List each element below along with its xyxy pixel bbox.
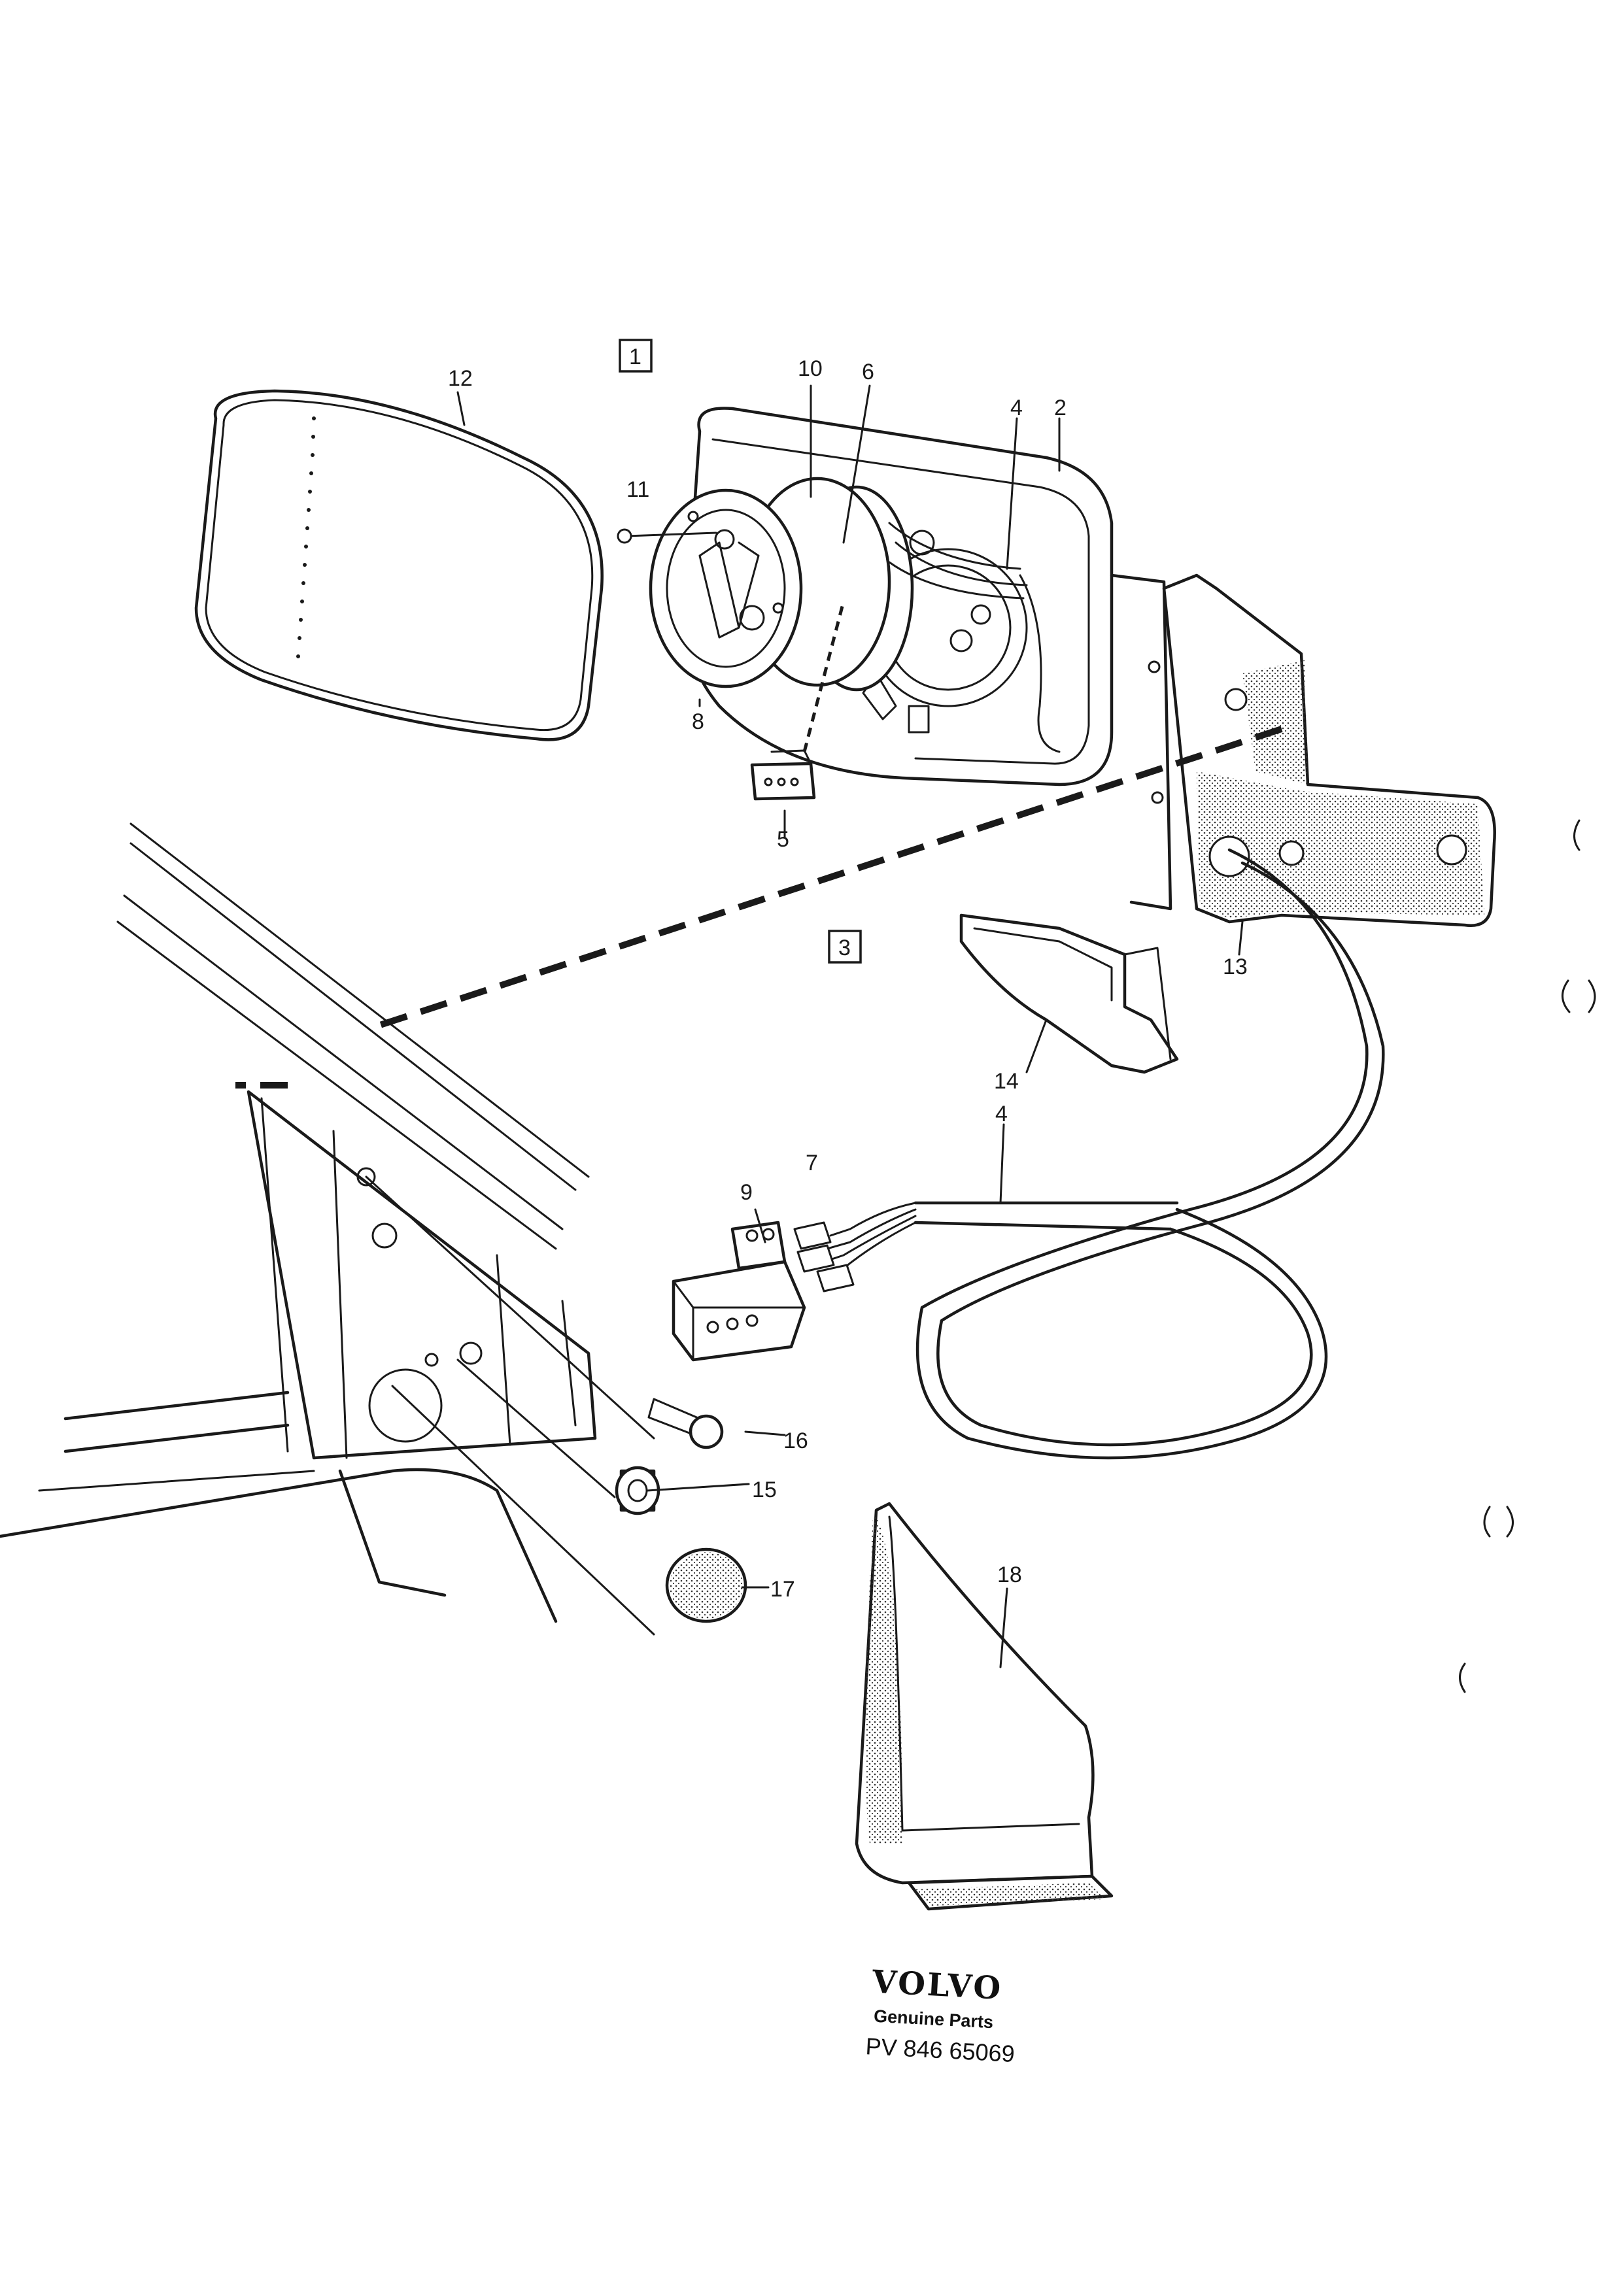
mirror-glass-drawing (194, 389, 604, 741)
door-frame-drawing (0, 822, 655, 1636)
boxed-callout-3: 3 (838, 936, 851, 960)
callout-14: 14 (994, 1069, 1019, 1094)
callout-18: 18 (997, 1562, 1022, 1587)
callout-8: 8 (692, 709, 704, 734)
volvo-genuine-parts-logo: VOLVO Genuine Parts PV 846 65069 (865, 1963, 1016, 2067)
callout-13: 13 (1223, 954, 1248, 979)
callout-12: 12 (448, 366, 473, 391)
callout-5: 5 (777, 827, 789, 852)
callout-10: 10 (798, 356, 823, 381)
mirror-housing-drawing (685, 407, 1496, 927)
brand-wordmark: VOLVO (870, 1963, 1003, 2006)
trim-panel-drawing (855, 1502, 1114, 1911)
leader-lines (456, 384, 1244, 1668)
scan-marks (1459, 819, 1596, 1693)
callout-11: 11 (626, 477, 649, 502)
motor-assembly-drawing (617, 477, 1028, 801)
brand-subtitle: Genuine Parts (873, 2006, 993, 2033)
boxed-callout-1-frame (619, 339, 653, 373)
callout-6: 6 (862, 360, 874, 384)
callout-4-top: 4 (1010, 396, 1023, 420)
boxed-callout-3-frame (828, 930, 862, 964)
mounting-guide-line (375, 726, 1283, 1030)
callout-2: 2 (1054, 396, 1067, 420)
wiring-harness-drawing (672, 848, 1385, 1460)
callout-16: 16 (783, 1428, 808, 1453)
callout-4-harness: 4 (995, 1102, 1008, 1126)
callout-17: 17 (770, 1577, 795, 1602)
callout-9: 9 (740, 1180, 753, 1205)
callout-7: 7 (806, 1151, 818, 1175)
fasteners-drawing (615, 1398, 747, 1623)
callout-15: 15 (752, 1477, 777, 1502)
boxed-callout-1: 1 (629, 345, 641, 369)
part-code: PV 846 65069 (865, 2033, 1016, 2067)
cover-piece-drawing (959, 913, 1179, 1074)
